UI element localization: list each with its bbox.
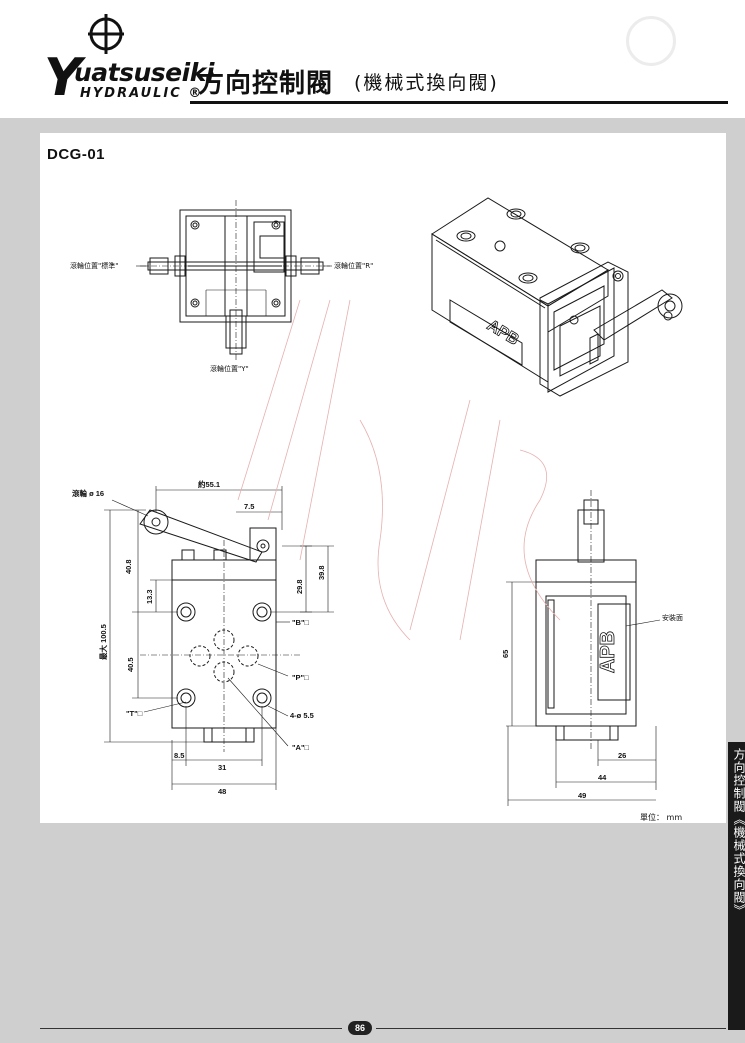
label-port-b: "B"□ (292, 618, 310, 627)
dim-8-5: 8.5 (174, 751, 184, 760)
dim-40-5: 40.5 (126, 657, 135, 672)
dim-55-1: 約55.1 (198, 479, 220, 489)
label-roller-y: 滾輪位置"Y" (210, 364, 249, 373)
brand-logo-icon (88, 14, 124, 54)
model-number: DCG-01 (47, 146, 106, 163)
brand-initial: Y (44, 48, 82, 108)
dim-48: 48 (218, 787, 226, 796)
brand-name: uatsuseiki (74, 58, 214, 87)
page-header: Y uatsuseiki HYDRAULIC ® 方向控制閥 (機械式換向閥) (0, 0, 745, 112)
dim-26: 26 (618, 751, 626, 760)
label-roller-diameter: 滾輪 ø 16 (72, 488, 104, 498)
watermark-logo-icon (626, 16, 676, 66)
label-port-t: "T"□ (126, 709, 143, 718)
iso-plate-text: APB (484, 317, 522, 349)
dim-max-100-5: 最大 100.5 (98, 624, 108, 660)
top-view-drawing (136, 200, 332, 360)
page-number: 86 (348, 1021, 372, 1035)
side-tab-text: 方向控制閥《機械式換向閥》 (732, 748, 745, 917)
label-port-a: "A"□ (292, 743, 310, 752)
dim-29-8: 29.8 (295, 579, 304, 594)
side-plate-text: APB (597, 631, 619, 673)
label-mounting-face: 安裝面 (662, 613, 683, 622)
footer-rule-left (40, 1028, 342, 1029)
side-view-drawing (535, 490, 637, 750)
front-view-dimensions (104, 486, 334, 790)
label-roller-standard: 滾輪位置"標準" (70, 261, 118, 270)
dim-31: 31 (218, 763, 226, 772)
label-port-p: "P"□ (292, 673, 309, 682)
side-tab (728, 742, 745, 1030)
side-view-dimensions (506, 581, 661, 806)
isometric-view-drawing (431, 197, 683, 397)
dim-65: 65 (501, 650, 510, 658)
front-view-drawing (139, 509, 300, 752)
page-subtitle: (機械式換向閥) (354, 72, 499, 94)
label-roller-r: 滾輪位置"R" (334, 261, 373, 270)
drawing-panel (40, 133, 726, 823)
header-rule (190, 101, 728, 104)
dim-40-8: 40.8 (124, 559, 133, 574)
footer-rule-right (376, 1028, 726, 1029)
dim-13-3: 13.3 (145, 589, 154, 604)
watermark-strokes (237, 299, 561, 641)
dim-44: 44 (598, 773, 607, 782)
unit-label: 單位： mm (640, 813, 683, 822)
label-holes: 4-ø 5.5 (290, 711, 314, 720)
dim-39-8: 39.8 (317, 565, 326, 580)
page-title: 方向控制閥 (198, 69, 334, 99)
brand-subtitle: HYDRAULIC ® (80, 86, 204, 101)
dim-49: 49 (578, 791, 586, 800)
dim-7-5: 7.5 (244, 502, 254, 511)
